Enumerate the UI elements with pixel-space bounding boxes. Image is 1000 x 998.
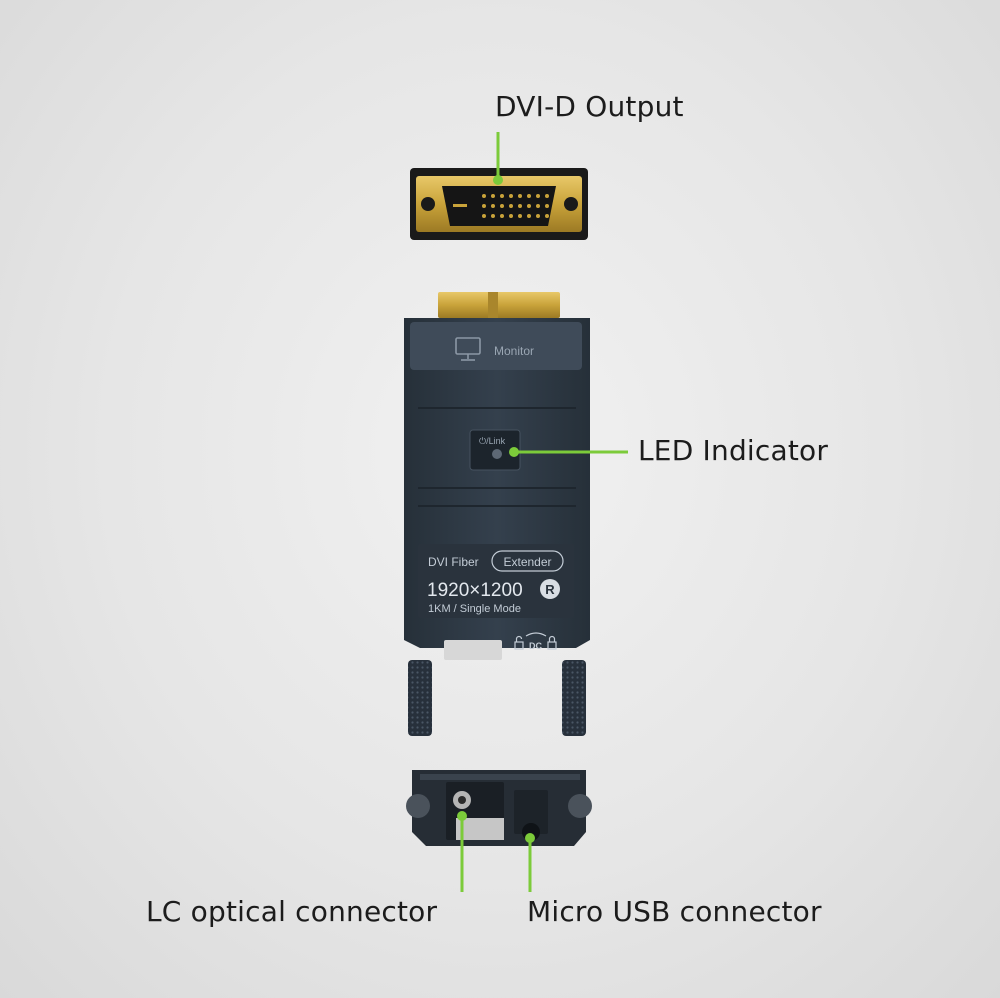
led-light <box>492 449 502 459</box>
right-thumbscrew <box>562 660 586 736</box>
resolution-label: 1920×1200 <box>427 580 523 601</box>
callout-lines <box>457 132 628 892</box>
product-type-label: Extender <box>503 555 551 569</box>
led-callout-dot <box>509 447 519 457</box>
link-label: ⏻/Link <box>479 436 506 446</box>
product-line-label: DVI Fiber <box>428 555 479 569</box>
dc-label: DC <box>529 641 542 651</box>
monitor-icon <box>455 337 481 361</box>
usb-callout-dot <box>525 833 535 843</box>
lc-callout-dot <box>457 811 467 821</box>
resolution-badge <box>540 579 560 599</box>
left-thumbscrew <box>408 660 432 736</box>
product-type-pill <box>491 550 564 572</box>
usb-connector-callout: Micro USB connector <box>527 895 822 928</box>
extender-device <box>404 292 590 736</box>
led-indicator-callout: LED Indicator <box>638 434 829 467</box>
dvi-output-callout: DVI-D Output <box>495 90 684 123</box>
spec-label: 1KM / Single Mode <box>428 603 521 615</box>
monitor-label: Monitor <box>494 344 534 358</box>
resolution-badge-letter: R <box>545 582 555 597</box>
lock-icon <box>514 632 557 650</box>
dvi-connector <box>410 168 588 240</box>
connector-end-view <box>406 770 592 846</box>
dvi-pins <box>453 194 549 218</box>
lc-connector-callout: LC optical connector <box>146 895 438 928</box>
dvi-callout-dot <box>493 175 503 185</box>
